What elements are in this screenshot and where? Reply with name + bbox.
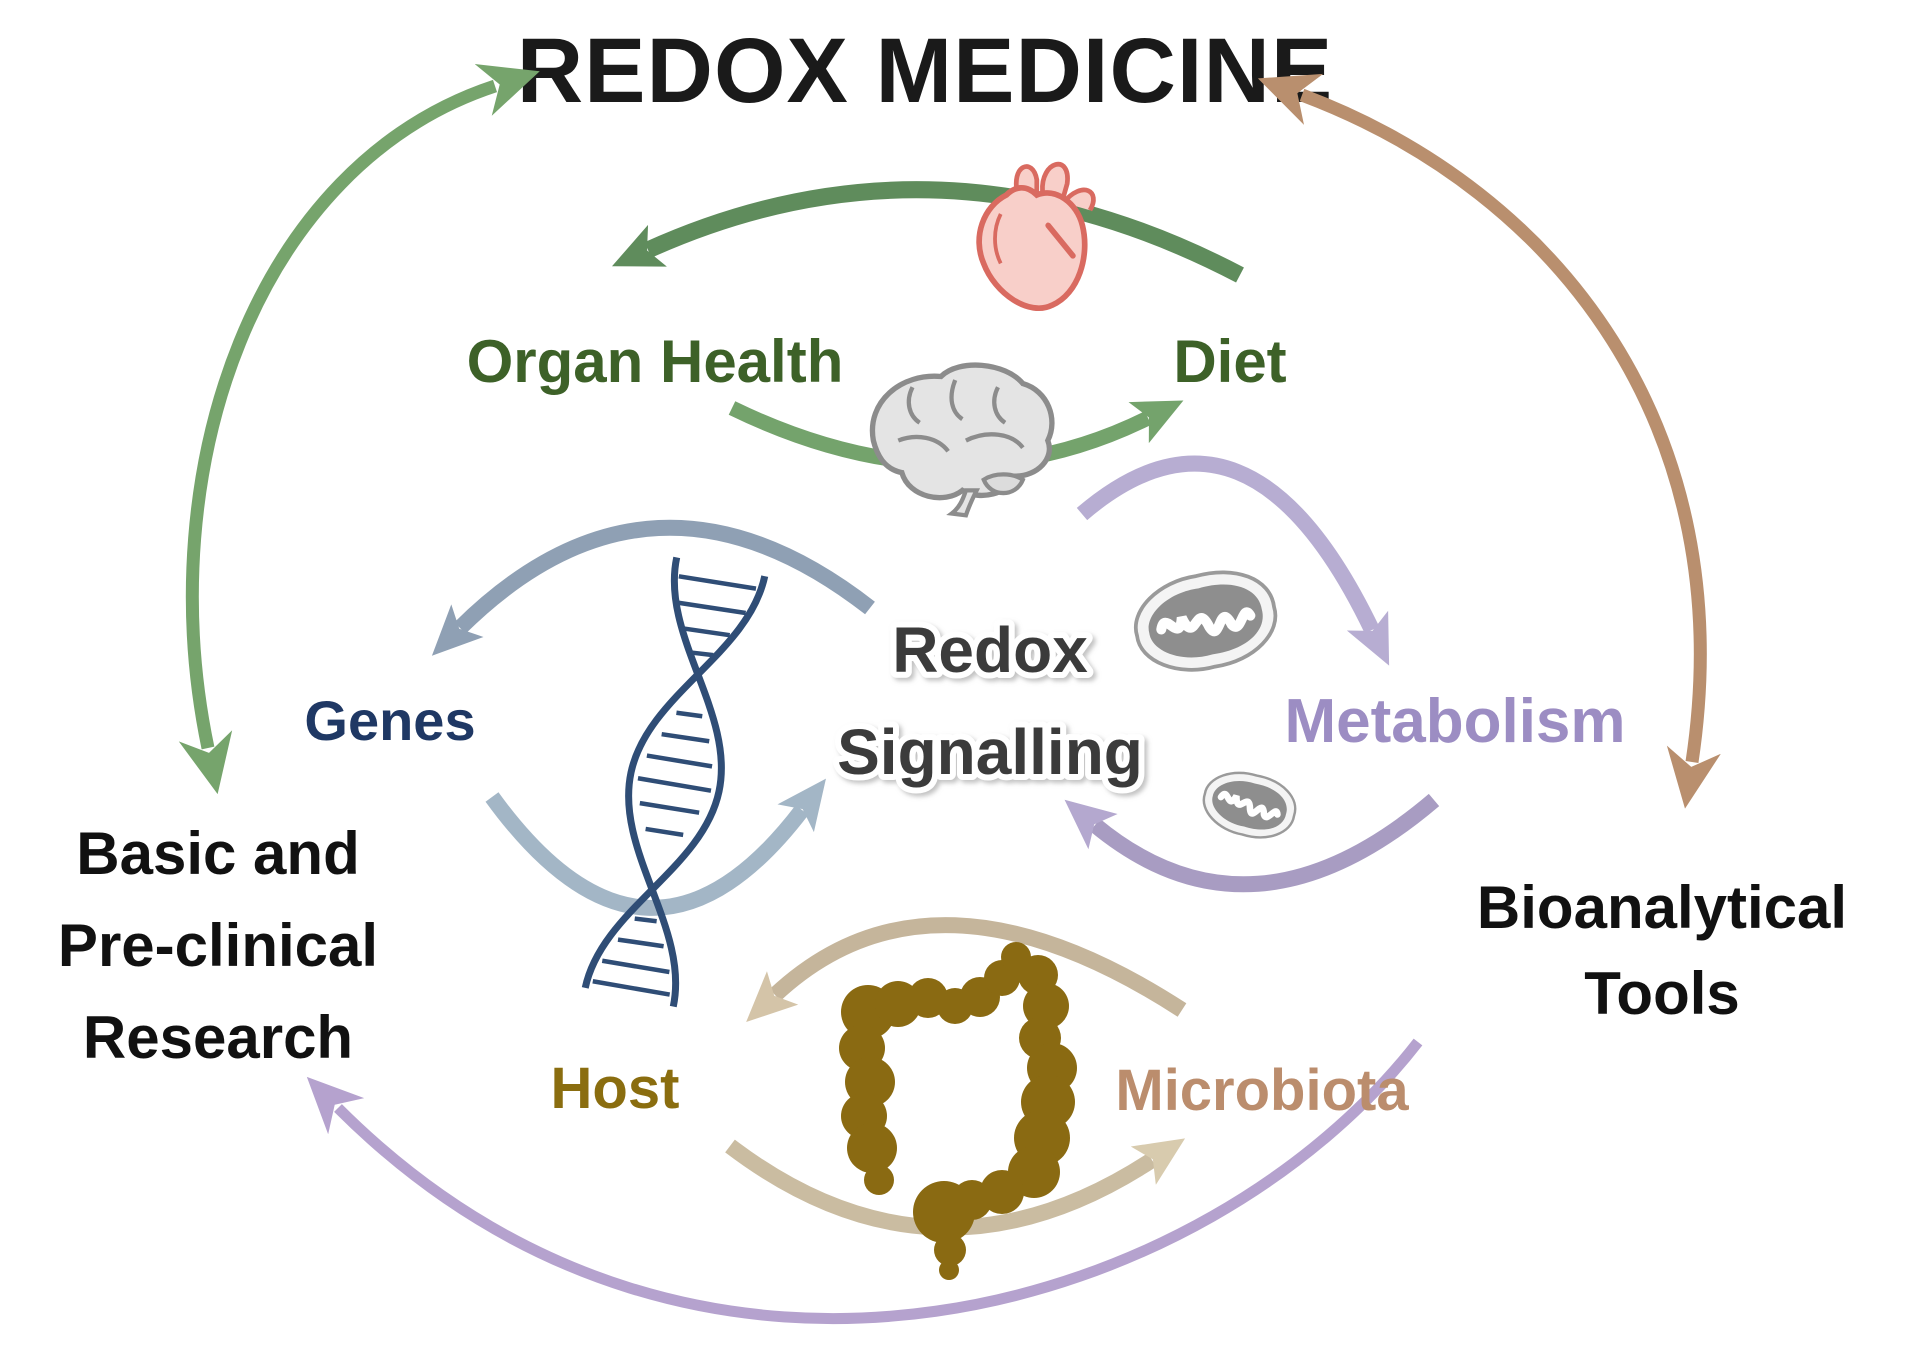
research-redox-double-arrow <box>178 63 540 795</box>
host-label: Host <box>551 1056 680 1121</box>
metabolism-arc-bottom <box>1064 793 1440 893</box>
genes-arc-bottom <box>485 778 826 916</box>
basic-preclinical-line1: Basic and <box>76 820 359 887</box>
redox-signalling-label-line2: Signalling <box>837 716 1143 788</box>
basic-preclinical-line3: Research <box>83 1004 353 1071</box>
microbiota-label: Microbiota <box>1115 1058 1409 1123</box>
mitochondrion-small-icon <box>1202 771 1297 839</box>
genes-arc-top <box>431 519 875 656</box>
tools-redox-double-arrow <box>1257 73 1721 809</box>
mitochondrion-large-icon <box>1133 570 1278 672</box>
tools-research-curved-arrow <box>306 1038 1423 1325</box>
organ-diet-cycle: Organ Health Diet <box>467 162 1287 518</box>
host-microbiota-arc-top <box>746 917 1187 1022</box>
metabolism-label: Metabolism <box>1284 687 1625 756</box>
brain-icon <box>869 362 1055 518</box>
organ-diet-arc-top <box>611 181 1244 283</box>
heart-icon <box>976 162 1096 311</box>
organ-health-label: Organ Health <box>467 328 844 395</box>
left-annotation: Basic and Pre-clinical Research <box>58 820 378 1071</box>
right-annotation: Bioanalytical Tools <box>1477 874 1847 1027</box>
page-title: REDOX MEDICINE <box>517 20 1334 122</box>
intestine-icon <box>839 942 1077 1280</box>
bioanalytical-tools-line2: Tools <box>1584 960 1740 1027</box>
genes-label: Genes <box>304 689 475 752</box>
diet-label: Diet <box>1173 328 1286 395</box>
bioanalytical-tools-line1: Bioanalytical <box>1477 874 1847 941</box>
basic-preclinical-line2: Pre-clinical <box>58 912 378 979</box>
dna-icon <box>581 556 769 1008</box>
genes-metabolism-cycle: Genes Metabolism Redox Signalling <box>304 455 1626 1008</box>
metabolism-arc-top <box>1076 455 1390 666</box>
host-microbiota-cycle: Host Microbiota <box>551 917 1409 1280</box>
redox-signalling-label-line1: Redox <box>892 614 1088 686</box>
